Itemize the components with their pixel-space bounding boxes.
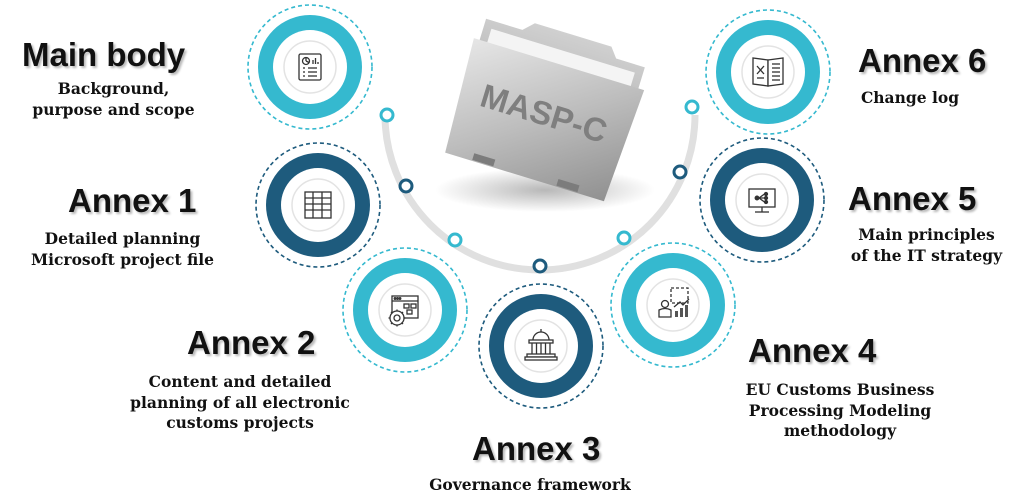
item-title-annex-1: Annex 1 [68, 182, 197, 219]
connector-dot [379, 107, 395, 123]
node-dashed-ring [255, 142, 381, 268]
business-analysis-icon [658, 287, 690, 318]
item-title-annex-4: Annex 4 [748, 332, 877, 369]
node-inner-ring [291, 178, 345, 232]
desc-line: Content and detailed [148, 372, 332, 391]
connector-dot [616, 230, 632, 246]
node-annex-4 [610, 242, 736, 368]
item-description-annex-1: Detailed planning Microsoft project file [0, 229, 245, 270]
connector-dot [684, 99, 700, 115]
item-description-annex-6: Change log [835, 88, 985, 109]
government-building-icon [524, 329, 558, 361]
desc-line: Microsoft project file [30, 249, 215, 269]
desc-line: of the IT strategy [850, 245, 1003, 265]
item-title-annex-6: Annex 6 [858, 42, 987, 79]
folder-icon: MASP-C [435, 18, 655, 212]
node-inner-ring [378, 283, 432, 337]
node-inner-ring [283, 40, 337, 94]
open-book-icon [752, 57, 784, 87]
node-dashed-ring [478, 283, 604, 409]
node-inner-ring [646, 278, 700, 332]
item-description-main-body: Background, purpose and scope [0, 79, 227, 120]
connector-dot [398, 178, 414, 194]
desc-line: methodology [783, 421, 897, 441]
node-inner-ring [735, 173, 789, 227]
desc-line: Change log [860, 88, 960, 107]
node-dashed-ring [342, 247, 468, 373]
item-description-annex-3: Governance framework [380, 475, 680, 496]
item-description-annex-5: Main principles of the IT strategy [828, 225, 1025, 266]
spreadsheet-icon [304, 191, 332, 219]
desc-line: Background, [57, 79, 170, 98]
item-description-annex-4: EU Customs Business Processing Modeling … [695, 380, 985, 442]
item-description-annex-2: Content and detailed planning of all ele… [100, 372, 380, 434]
desc-line: Governance framework [429, 475, 631, 494]
desc-line: Main principles [858, 225, 995, 244]
node-dashed-ring [699, 137, 825, 263]
desc-line: customs projects [166, 413, 314, 433]
window-gear-icon [388, 295, 419, 327]
connector-dot [447, 232, 463, 248]
desc-line: Processing Modeling [748, 400, 932, 420]
desc-line: Detailed planning [44, 229, 201, 248]
folder-clip [556, 178, 580, 193]
report-document-icon [298, 53, 322, 81]
item-title-annex-3: Annex 3 [472, 430, 601, 467]
connector-dots [379, 99, 700, 274]
connector-dot [672, 164, 688, 180]
node-dashed-ring [247, 4, 373, 130]
item-title-annex-5: Annex 5 [848, 180, 977, 217]
desc-line: purpose and scope [32, 99, 195, 119]
node-inner-ring [514, 319, 568, 373]
folder-clip [472, 153, 496, 167]
monitor-network-icon [748, 188, 776, 213]
connector-dot [532, 258, 548, 274]
desc-line: planning of all electronic [130, 392, 350, 412]
node-dashed-ring [705, 9, 831, 135]
desc-line: EU Customs Business [745, 380, 935, 399]
node-dashed-ring [610, 242, 736, 368]
item-title-annex-2: Annex 2 [187, 324, 316, 361]
item-title-main-body: Main body [22, 36, 186, 73]
node-inner-ring [741, 45, 795, 99]
